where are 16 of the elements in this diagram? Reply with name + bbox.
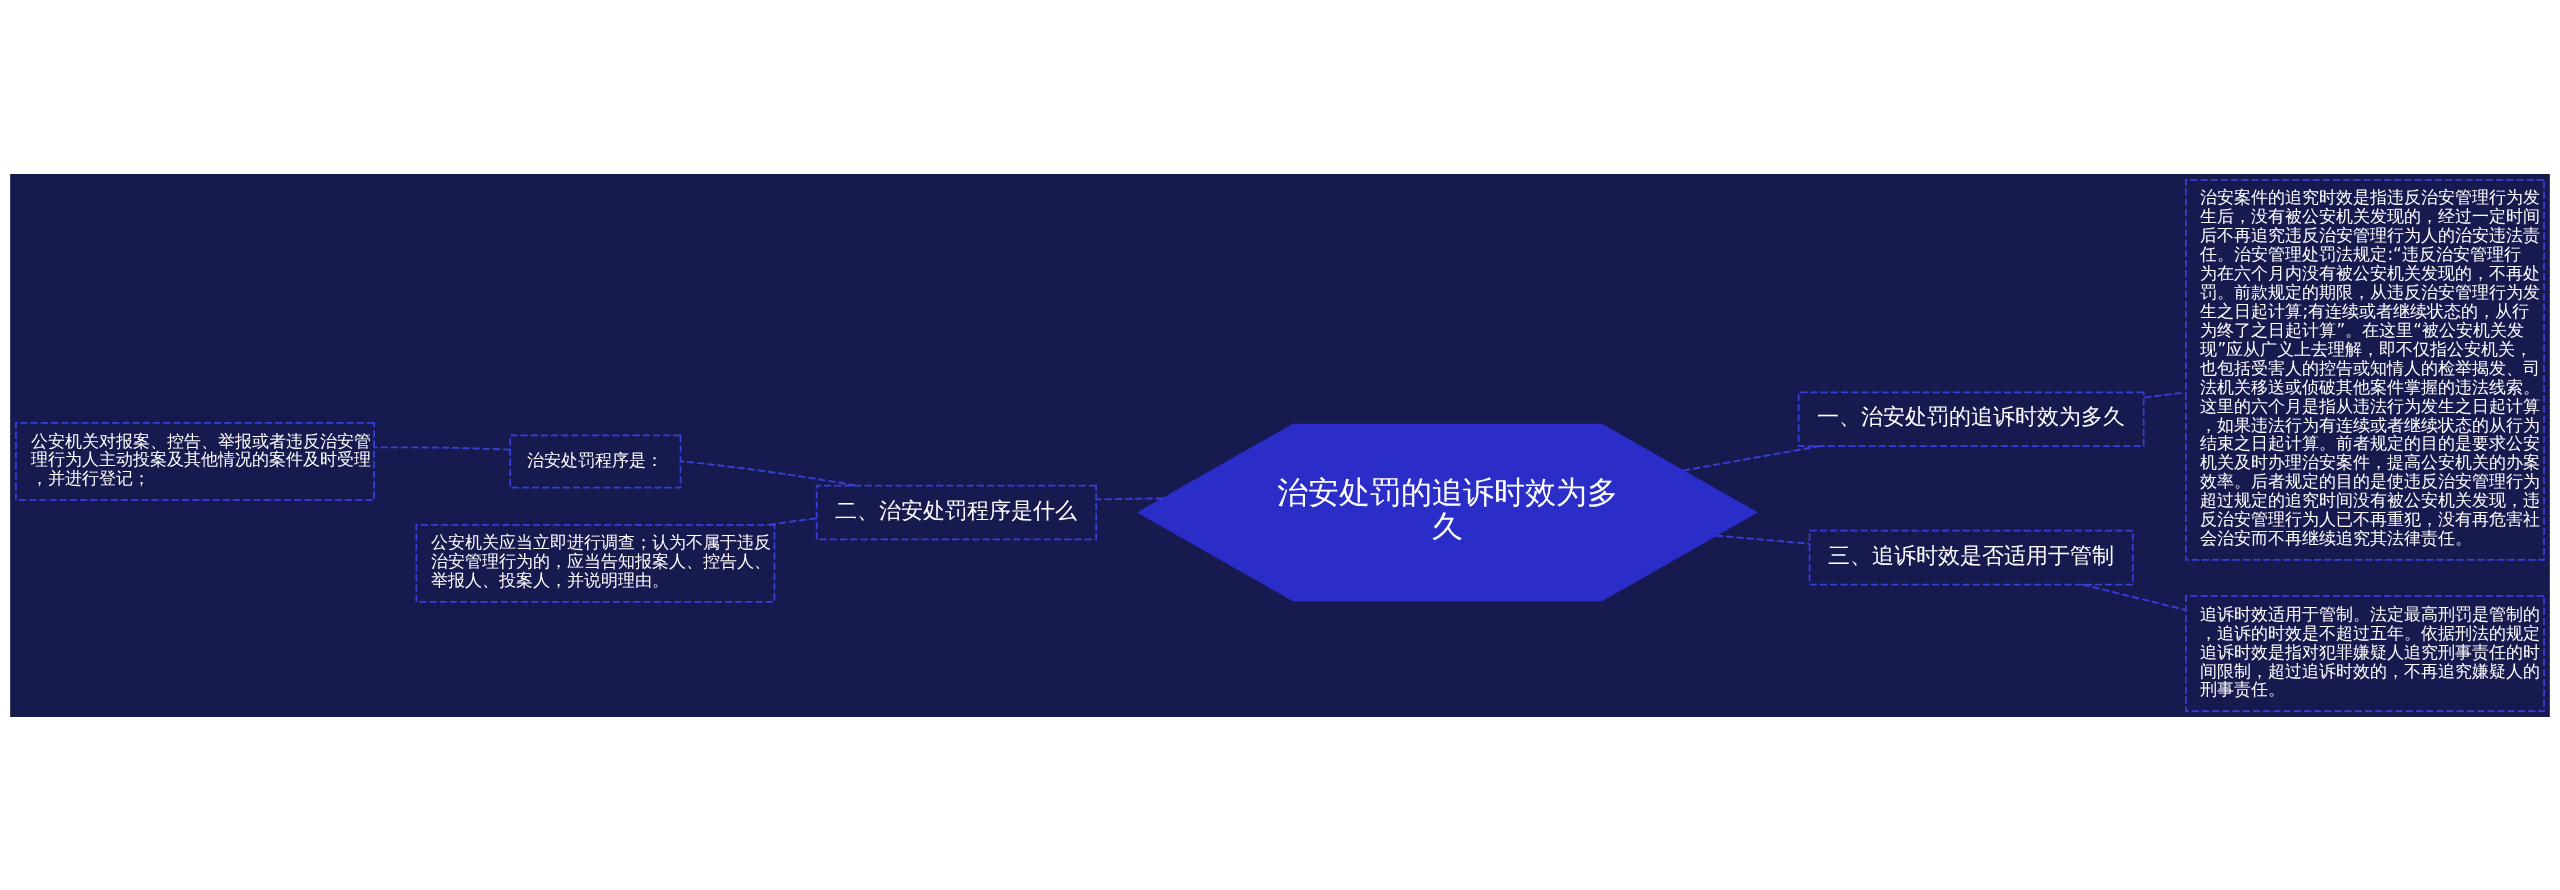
node-box: 追诉时效适用于管制。法定最高刑罚是管制的，追诉的时效是不超过五年。依据刑法的规定追诉时效是指对犯罪嫌疑人追究刑事责任的时间限制，超过追诉时效的，不再追究嫌疑人的刑事责任。 [2185,594,2545,712]
node-box: 治安处罚程序是： [509,433,682,489]
connector [1682,444,1821,472]
node-box: 二、治安处罚程序是什么 [815,484,1098,540]
connector [1714,534,1811,545]
connector [679,459,857,486]
node-box: 公安机关对报案、控告、举报或者违反治安管理行为人主动投案及其他情况的案件及时受理，并进行登记； [15,421,375,501]
connector [373,445,512,451]
connector [1095,497,1164,500]
node-box: 三、追诉时效是否适用于管制 [1808,529,2134,585]
connector [767,516,818,526]
node-box: 治安案件的追究时效是指违反治安管理行为发生后，没有被公安机关发现的，经过一定时间后不再追究违反治安管理行为人的治安违法责任。治安管理处罚法规定:“违反治安管理行为在六个月内没有被公安机关发现的，不再处罚。前款规定的期限，从违反治安管理行为发生之日起计算;有连续或者继续状态的，从行为终了之日起计算”。在这里“被公安机关发现”应从广义上去理解，即不仅指公安机关，也包括受害人的控告或知情人的检举揭发、司法机关移送或侦破其他案件掌握的违法线索。这里的六个月是指从违法行为发生之日起计算，如果违法行为有连续或者继续状态的从行为结束之日起计算。前者规定的目的是要求公安机关及时办理治安案件，提高公安机关的办案效率。后者规定的目的是使违反治安管理行为超过规定的追究时间没有被公安机关发现，违反治安管理行为人已不再重犯，没有再危害社会治安而不再继续追究其法律责任。 [2185,178,2545,561]
node-box: 一、治安处罚的追诉时效为多久 [1797,391,2145,447]
connector [2143,390,2187,399]
connector [2081,583,2187,611]
node-box: 公安机关应当立即进行调查；认为不属于违反治安管理行为的，应当告知报案人、控告人、举报人、投案人，并说明理由。 [415,523,776,603]
